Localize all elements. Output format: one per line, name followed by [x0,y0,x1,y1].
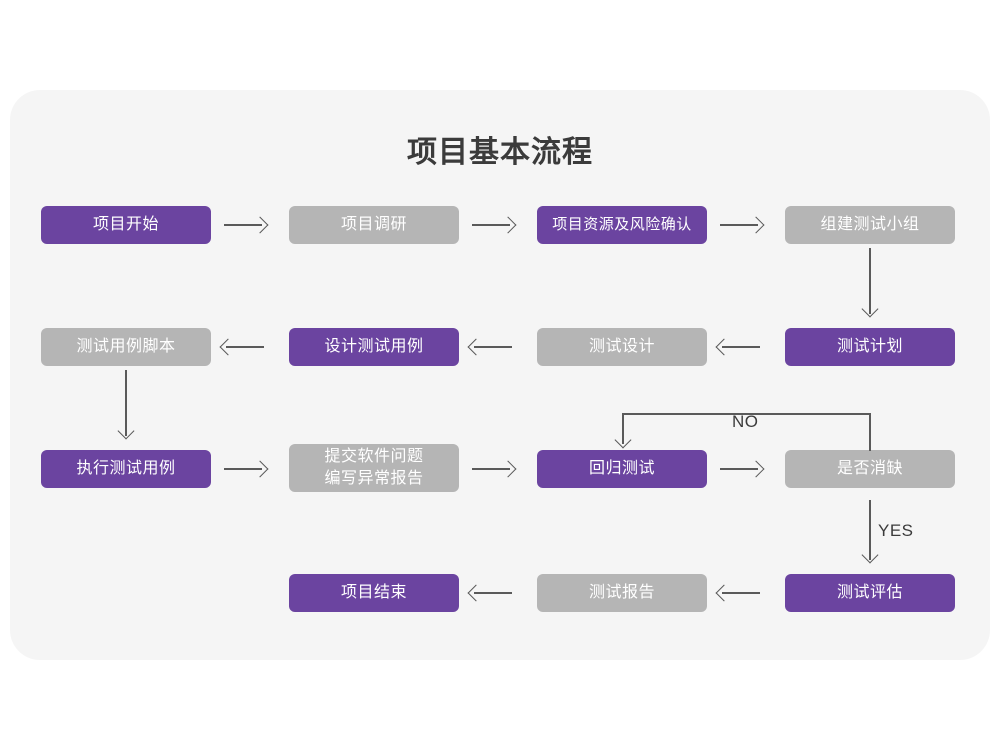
edge-n14-n13-line [474,592,512,594]
node-test-case-script[interactable]: 测试用例脚本 [41,328,211,366]
node-project-start[interactable]: 项目开始 [41,206,211,244]
node-project-end[interactable]: 项目结束 [289,574,459,612]
edge-n15-n14-line [722,592,760,594]
node-test-plan[interactable]: 测试计划 [785,328,955,366]
node-test-evaluation[interactable]: 测试评估 [785,574,955,612]
edge-n2-n3-line [472,224,510,226]
edge-yes-vline [869,500,871,560]
edge-n6-n5-line [226,346,264,348]
edge-n7-n6-line [474,346,512,348]
edge-n10-n11-line [472,468,510,470]
node-execute-test-case[interactable]: 执行测试用例 [41,450,211,488]
edge-no-loop-left-vline [622,413,624,444]
edge-no-loop-right-vline [869,413,871,451]
edge-n3-n4-line [720,224,758,226]
node-regression-test[interactable]: 回归测试 [537,450,707,488]
node-submit-issue-report[interactable]: 提交软件问题 编写异常报告 [289,444,459,492]
edge-n5-n9-line [125,370,127,436]
node-build-test-team[interactable]: 组建测试小组 [785,206,955,244]
edge-n1-n2-line [224,224,262,226]
page-title: 项目基本流程 [407,136,593,169]
branch-label-yes: YES [878,521,914,540]
node-defect-resolved[interactable]: 是否消缺 [785,450,955,488]
node-project-research[interactable]: 项目调研 [289,206,459,244]
edge-n11-n12-line [720,468,758,470]
node-test-design[interactable]: 测试设计 [537,328,707,366]
edge-n8-n7-line [722,346,760,348]
node-resource-risk-confirm[interactable]: 项目资源及风险确认 [537,206,707,244]
branch-label-no: NO [732,412,759,431]
edge-n4-n8-line [869,248,871,314]
node-design-test-case[interactable]: 设计测试用例 [289,328,459,366]
edge-n9-n10-line [224,468,262,470]
diagram-card [10,90,990,660]
node-test-report[interactable]: 测试报告 [537,574,707,612]
edge-no-loop-top-hline [622,413,871,415]
